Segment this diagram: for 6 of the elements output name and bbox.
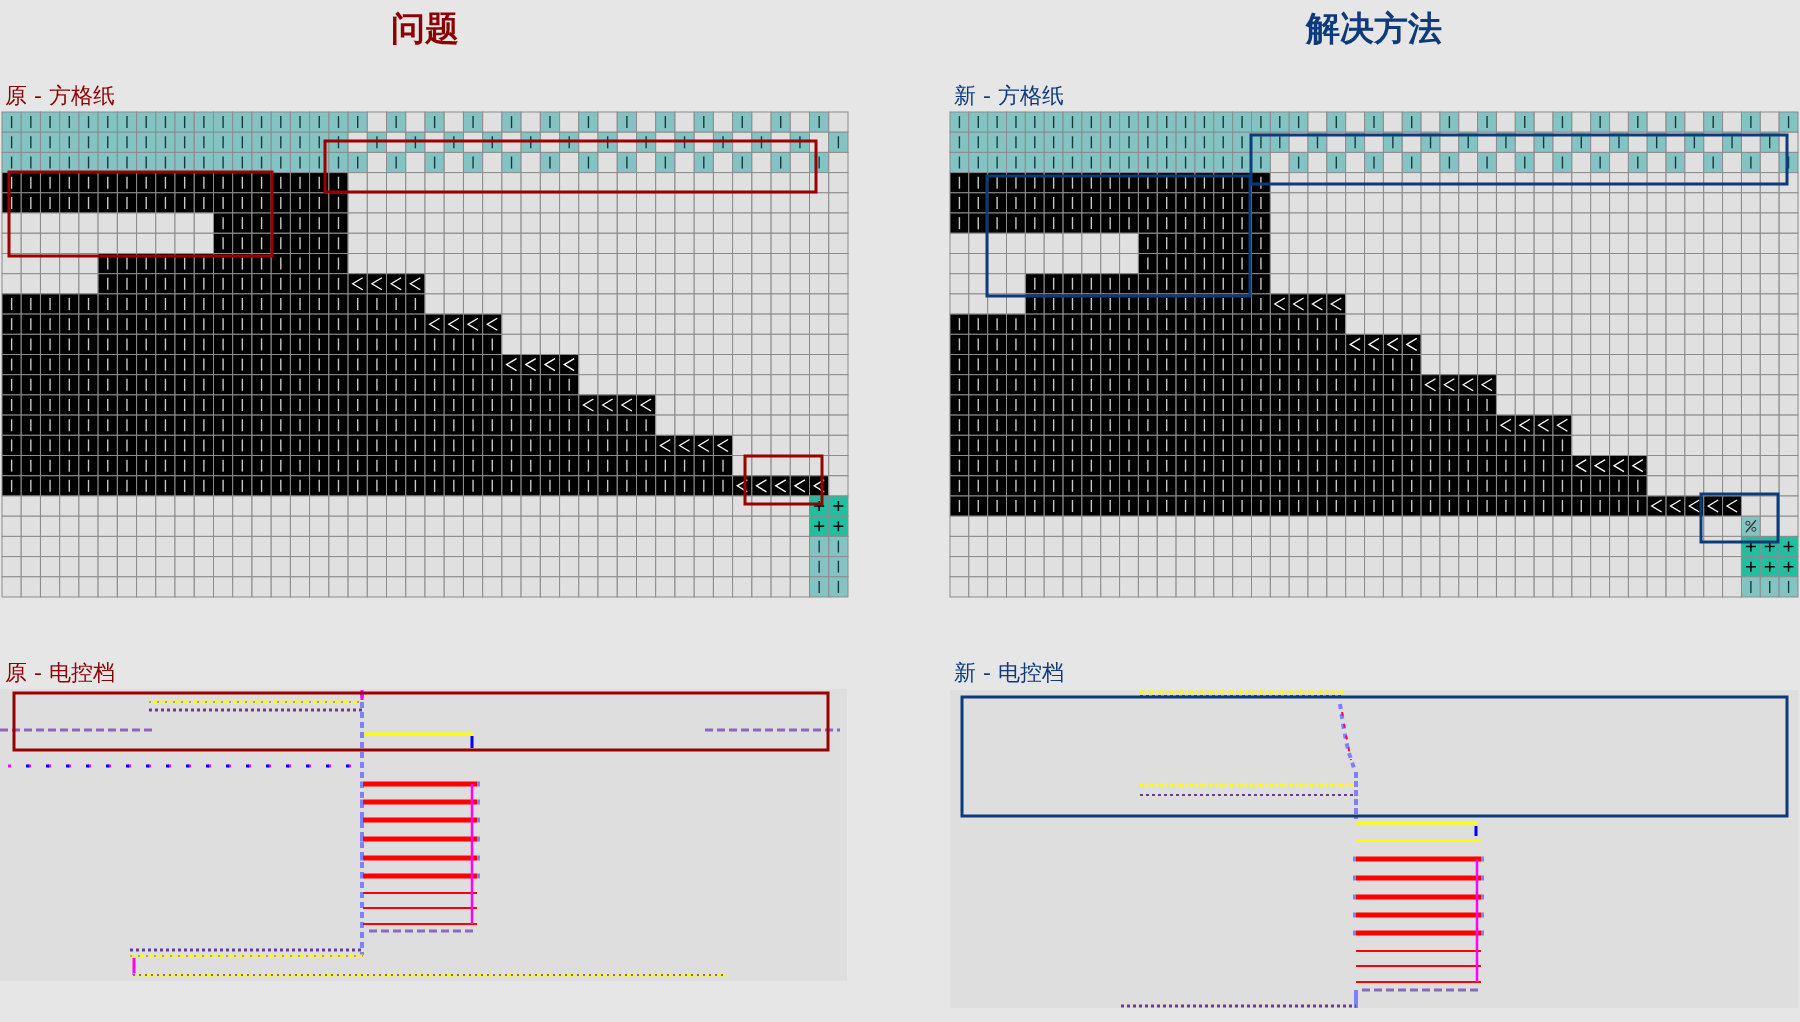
column-heading: 解决方法 (1306, 8, 1442, 48)
panel-label: 原 - 方格纸 (5, 82, 115, 109)
panel-label: 新 - 方格纸 (954, 82, 1064, 109)
panel-label: 新 - 电控档 (954, 659, 1064, 686)
column-heading: 问题 (391, 8, 459, 48)
panel-label: 原 - 电控档 (5, 659, 115, 686)
